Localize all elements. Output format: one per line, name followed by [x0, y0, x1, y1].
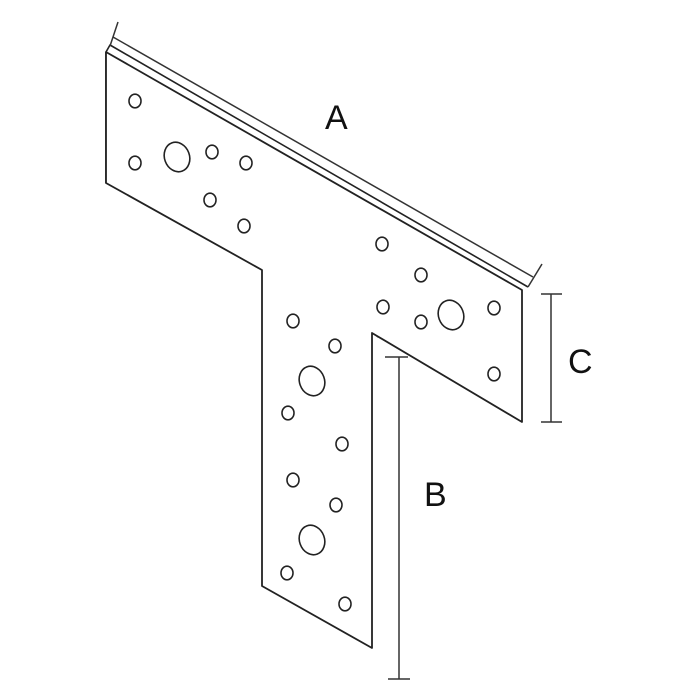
small-hole — [335, 436, 349, 452]
small-hole — [280, 565, 294, 581]
small-hole — [338, 596, 352, 612]
small-hole — [205, 144, 219, 160]
small-hole — [239, 155, 253, 171]
small-hole — [487, 366, 501, 382]
small-hole — [281, 405, 295, 421]
small-hole — [376, 299, 390, 315]
dimension-line-a — [109, 21, 543, 288]
dimension-lines — [109, 21, 562, 680]
plate-outline — [105, 51, 523, 649]
dimension-label-b: B — [424, 476, 447, 514]
dimension-label-a: A — [325, 99, 348, 137]
small-hole — [329, 497, 343, 513]
small-hole — [203, 192, 217, 208]
small-hole — [487, 300, 501, 316]
small-hole — [128, 155, 142, 171]
small-hole — [375, 236, 389, 252]
large-hole — [163, 141, 191, 173]
holes — [128, 93, 501, 612]
large-hole — [298, 365, 326, 397]
dimension-label-c: C — [568, 343, 593, 381]
small-hole — [328, 338, 342, 354]
small-hole — [414, 267, 428, 283]
small-hole — [414, 314, 428, 330]
small-hole — [286, 472, 300, 488]
small-hole — [237, 218, 251, 234]
small-hole — [128, 93, 142, 109]
dimension-line-c — [541, 293, 562, 423]
large-hole — [298, 524, 326, 556]
small-hole — [286, 313, 300, 329]
large-hole — [437, 299, 465, 331]
dimension-line-b — [385, 356, 410, 680]
